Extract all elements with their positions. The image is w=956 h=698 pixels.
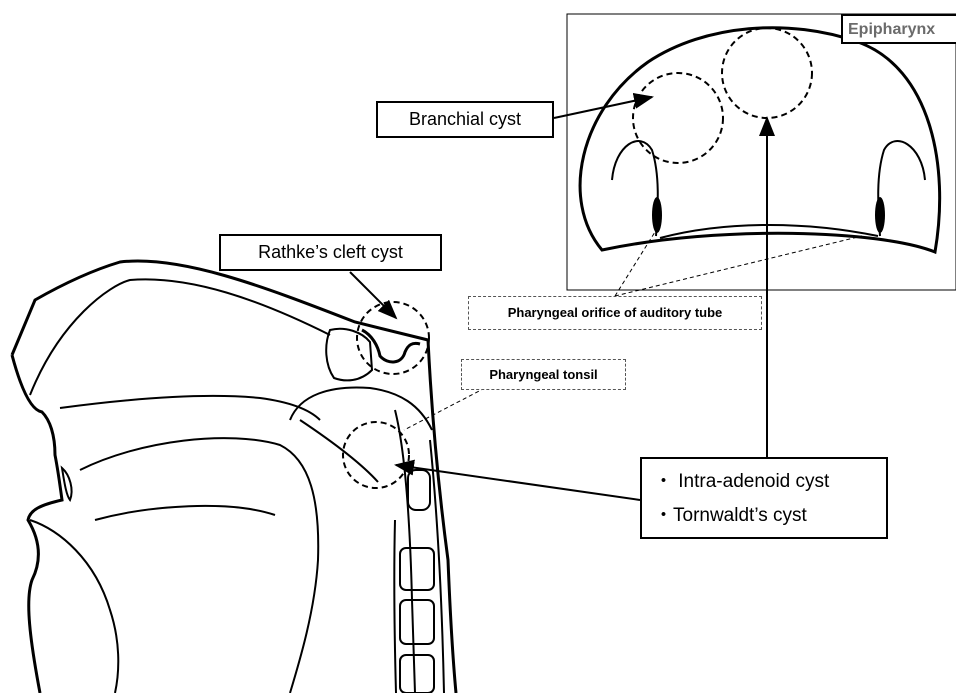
right-auditory-orifice	[875, 197, 885, 233]
branchial-cyst-label: Branchial cyst	[376, 101, 554, 138]
pharynx-anterior-wall	[395, 410, 415, 693]
orifice-dashed-leader-right	[615, 236, 862, 296]
sphenoid-sinus	[326, 329, 372, 381]
head-sagittal-outline	[12, 261, 456, 693]
branchial-cyst-arrow	[554, 97, 652, 118]
rathke-cleft-cyst-label: Rathke’s cleft cyst	[219, 234, 442, 271]
right-torus-tubarius	[878, 141, 925, 236]
tornwaldt-cyst-label: ・Tornwaldt’s cyst	[654, 499, 886, 533]
cervical-vertebra-3	[400, 600, 434, 644]
orifice-dashed-leader-left	[615, 232, 655, 296]
branchial-cyst-region	[633, 73, 723, 163]
intra-adenoid-cyst-label: ・ Intra-adenoid cyst	[654, 465, 886, 499]
intra-adenoid-arrow-sagittal	[396, 465, 640, 500]
pharyngeal-orifice-label: Pharyngeal orifice of auditory tube	[468, 296, 762, 330]
nasopharynx-posterior-wall	[290, 387, 432, 430]
epipharynx-title: Epipharynx	[841, 14, 956, 44]
left-auditory-orifice	[652, 197, 662, 233]
epipharynx-dome-outline	[580, 28, 940, 252]
cervical-vertebra-1	[408, 470, 430, 510]
nose-and-face-profile	[12, 355, 62, 693]
cyst-list-box: ・ Intra-adenoid cyst ・Tornwaldt’s cyst	[640, 457, 888, 539]
pharyngeal-tonsil-cyst-region	[343, 422, 409, 488]
oral-cavity-line	[95, 506, 275, 520]
hard-palate	[60, 396, 320, 420]
lower-jaw	[30, 520, 118, 693]
rathke-cleft-cyst-arrow	[350, 272, 396, 318]
soft-palate	[300, 420, 378, 482]
upper-lip	[62, 468, 72, 500]
midline-cyst-region	[722, 28, 812, 118]
cervical-vertebra-4	[400, 655, 434, 693]
cervical-vertebra-2	[400, 548, 434, 590]
pharyngeal-tonsil-label: Pharyngeal tonsil	[461, 359, 626, 390]
epipharynx-inset-frame	[567, 14, 956, 290]
left-torus-tubarius	[612, 141, 658, 236]
spine-line	[394, 520, 396, 693]
tongue-outline	[80, 438, 318, 693]
